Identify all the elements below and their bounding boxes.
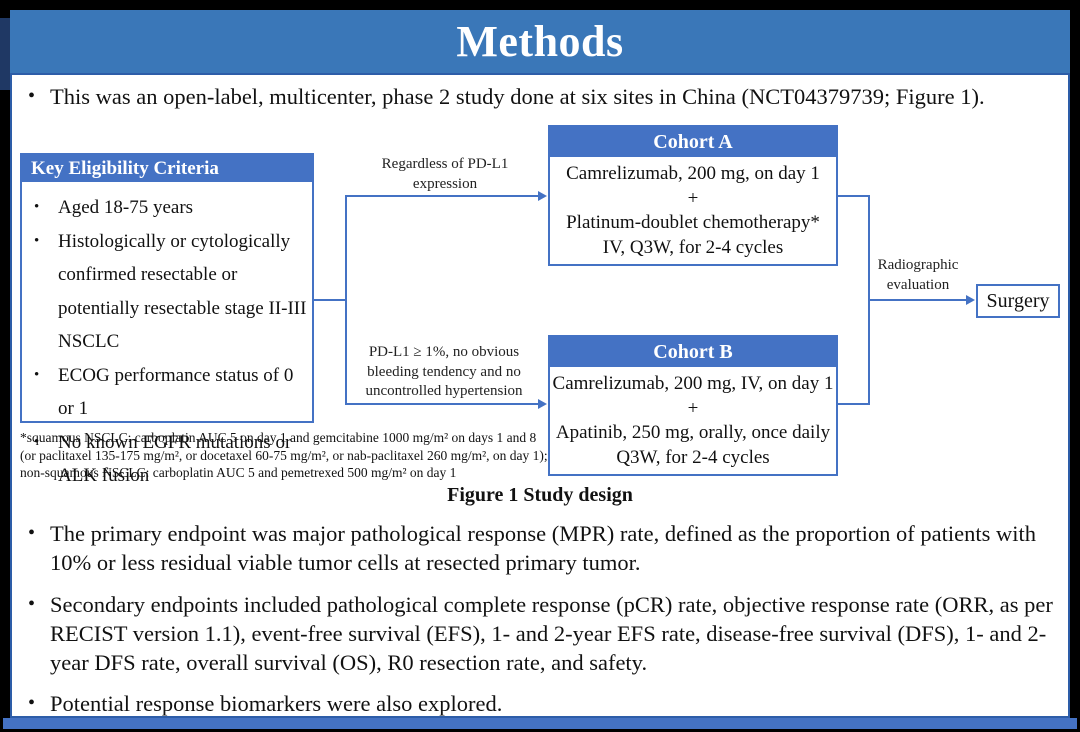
bottom-accent-strip <box>3 718 1077 729</box>
arrow-to-cohort-b-head <box>538 399 547 409</box>
bullet-study-overview-text: This was an open-label, multicenter, pha… <box>50 84 985 109</box>
page-title: Methods <box>456 17 624 66</box>
bullet-marker: • <box>34 232 40 249</box>
cohort-a-line: IV, Q3W, for 2-4 cycles <box>602 237 784 259</box>
cohort-b-box: Cohort B Camrelizumab, 200 mg, IV, on da… <box>548 335 838 476</box>
left-bracket-line <box>345 195 347 405</box>
cohort-b-line: Camrelizumab, 200 mg, IV, on day 1 <box>552 372 834 394</box>
slide-edge-decoration <box>0 18 10 90</box>
figure-caption: Figure 1 Study design <box>447 484 633 506</box>
bullet-marker: • <box>28 692 36 714</box>
surgery-box: Surgery <box>976 284 1060 318</box>
cohort-a-box: Cohort A Camrelizumab, 200 mg, on day 1 … <box>548 125 838 266</box>
bullet-marker: • <box>28 593 36 615</box>
cohort-a-header: Cohort A <box>550 127 836 157</box>
bullet-marker: • <box>34 366 40 383</box>
bullet-marker: • <box>28 522 36 544</box>
arrow-to-cohort-b-shaft <box>345 403 539 405</box>
arrow-to-cohort-a-shaft <box>345 195 539 197</box>
eligibility-item: •Histologically or cytologically confirm… <box>26 225 308 359</box>
eligibility-box: Key Eligibility Criteria •Aged 18-75 yea… <box>20 153 314 486</box>
bullet-biomarkers: • Potential response biomarkers were als… <box>26 689 1072 718</box>
eligibility-item: •Aged 18-75 years <box>26 191 308 225</box>
bullet-study-overview: • This was an open-label, multicenter, p… <box>26 82 1072 111</box>
eligibility-item: •ECOG performance status of 0 or 1 <box>26 359 308 426</box>
cohort-b-line: + <box>687 397 699 419</box>
bullet-biomarkers-text: Potential response biomarkers were also … <box>50 691 503 716</box>
branch-label-bottom: PD-L1 ≥ 1%, no obvious bleeding tendency… <box>365 344 523 399</box>
bullet-secondary-endpoints: • Secondary endpoints included pathologi… <box>26 590 1072 677</box>
cohort-b-line: Apatinib, 250 mg, orally, once daily <box>555 422 831 444</box>
surgery-label: Surgery <box>986 289 1050 312</box>
cohort-b-body: Camrelizumab, 200 mg, IV, on day 1 + Apa… <box>550 367 836 474</box>
branch-label-top: Regardless of PD-L1 expression <box>381 156 509 192</box>
eligibility-item: •No known EGFR mutations or ALK fusion <box>26 426 308 493</box>
chemotherapy-footnote: *squamous NSCLC: carboplatin AUC 5 on da… <box>20 430 548 480</box>
arrow-to-surgery-shaft <box>868 299 967 301</box>
eligibility-list: •Aged 18-75 years •Histologically or cyt… <box>26 191 308 493</box>
bullet-marker: • <box>34 199 40 215</box>
cohort-a-body: Camrelizumab, 200 mg, on day 1 + Platinu… <box>550 157 836 264</box>
connector-cohort-a-to-bracket <box>838 195 870 197</box>
title-banner: Methods <box>10 10 1070 73</box>
cohort-a-line: + <box>687 187 699 209</box>
bullet-primary-endpoint: • The primary endpoint was major patholo… <box>26 519 1072 577</box>
cohort-a-line: Camrelizumab, 200 mg, on day 1 <box>566 162 820 184</box>
bullet-primary-endpoint-text: The primary endpoint was major pathologi… <box>50 521 1037 575</box>
bullet-marker: • <box>34 433 40 450</box>
connector-cohort-b-to-bracket <box>838 403 870 405</box>
cohort-b-line: Q3W, for 2-4 cycles <box>616 447 770 469</box>
radiographic-evaluation-label: Radiographic evaluation <box>877 257 959 293</box>
bullet-secondary-endpoints-text: Secondary endpoints included pathologica… <box>50 592 1053 675</box>
arrow-to-surgery-head <box>966 295 975 305</box>
bullet-marker: • <box>28 85 36 107</box>
connector-eligibility-to-bracket <box>312 299 347 301</box>
eligibility-box-header: Key Eligibility Criteria <box>22 155 312 182</box>
cohort-a-line: Platinum-doublet chemotherapy* <box>566 212 820 234</box>
arrow-to-cohort-a-head <box>538 191 547 201</box>
cohort-b-header: Cohort B <box>550 337 836 367</box>
